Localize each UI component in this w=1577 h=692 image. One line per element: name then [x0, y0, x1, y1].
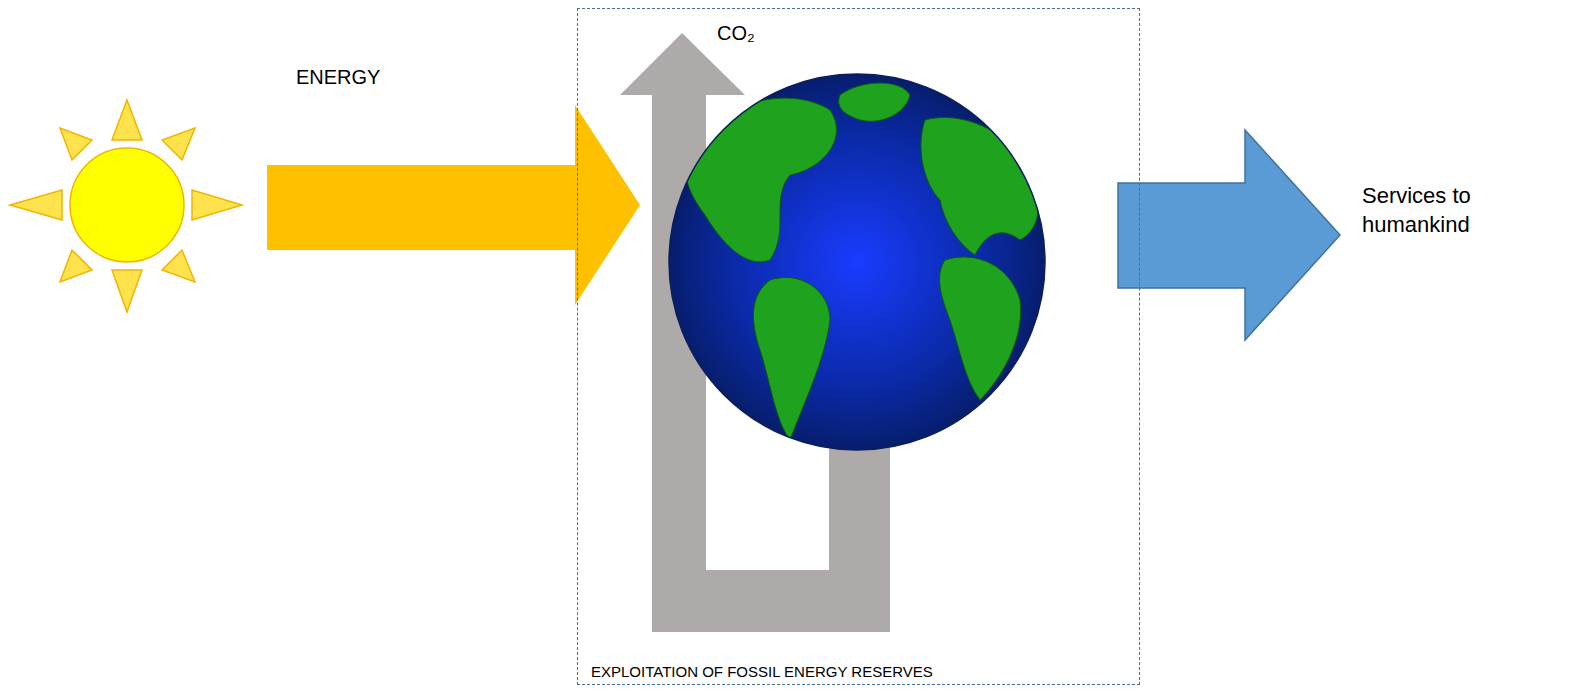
energy-label: ENERGY — [296, 64, 380, 90]
energy-arrow — [267, 105, 640, 305]
services-arrow — [1118, 130, 1340, 340]
region-box: EXPLOITATION OF FOSSIL ENERGY RESERVES — [577, 8, 1140, 685]
sun — [10, 100, 242, 312]
services-label: Services to humankind — [1362, 182, 1492, 239]
globe — [669, 74, 1045, 450]
region-caption: EXPLOITATION OF FOSSIL ENERGY RESERVES — [591, 663, 933, 680]
co2-label: CO₂ — [717, 20, 755, 46]
